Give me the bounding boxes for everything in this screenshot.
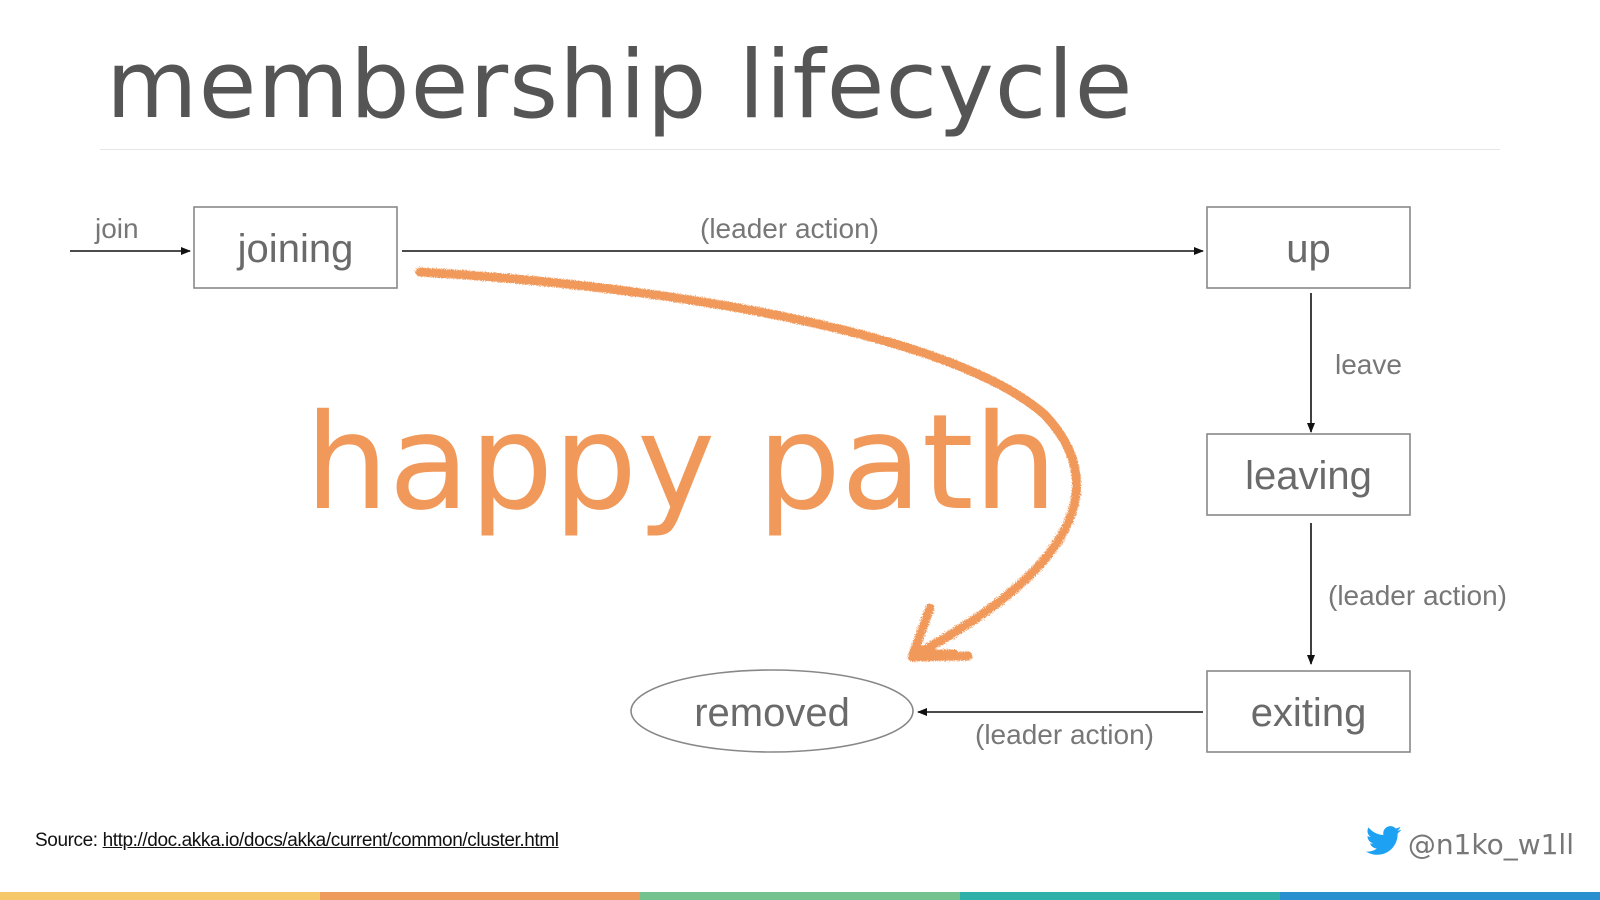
color-bar-segment: [1280, 892, 1600, 900]
state-exiting: exiting: [1206, 670, 1411, 753]
exiting-to-removed-label: (leader action): [975, 719, 1154, 750]
source-label: Source:: [35, 830, 98, 851]
footer-color-bar: [0, 892, 1600, 900]
state-exiting-label: exiting: [1251, 691, 1367, 735]
state-removed: removed: [630, 669, 914, 753]
color-bar-segment: [0, 892, 320, 900]
twitter-bird-icon: [1365, 826, 1402, 863]
state-up: up: [1206, 206, 1411, 289]
leaving-to-exiting-label: (leader action): [1328, 580, 1507, 611]
join-label: join: [94, 213, 139, 244]
joining-to-up-label: (leader action): [700, 213, 879, 244]
title-divider: [100, 149, 1500, 150]
twitter-handle-text: @n1ko_w1ll: [1407, 828, 1574, 861]
slide-title: membership lifecycle: [106, 31, 1134, 140]
source-citation: Source: http://doc.akka.io/docs/akka/cur…: [35, 830, 559, 852]
source-link[interactable]: http://doc.akka.io/docs/akka/current/com…: [102, 830, 559, 851]
state-leaving: leaving: [1206, 433, 1411, 516]
state-joining-label: joining: [237, 227, 354, 271]
state-leaving-label: leaving: [1245, 454, 1372, 498]
happy-path-label: happy path: [305, 386, 1057, 540]
twitter-handle[interactable]: @n1ko_w1ll: [1365, 826, 1574, 863]
color-bar-segment: [640, 892, 960, 900]
color-bar-segment: [320, 892, 640, 900]
state-joining: joining: [193, 206, 398, 289]
happy-path-arrow: [415, 267, 1081, 662]
up-to-leaving-label: leave: [1335, 349, 1402, 380]
state-removed-label: removed: [694, 691, 850, 735]
state-up-label: up: [1286, 227, 1331, 271]
color-bar-segment: [960, 892, 1280, 900]
